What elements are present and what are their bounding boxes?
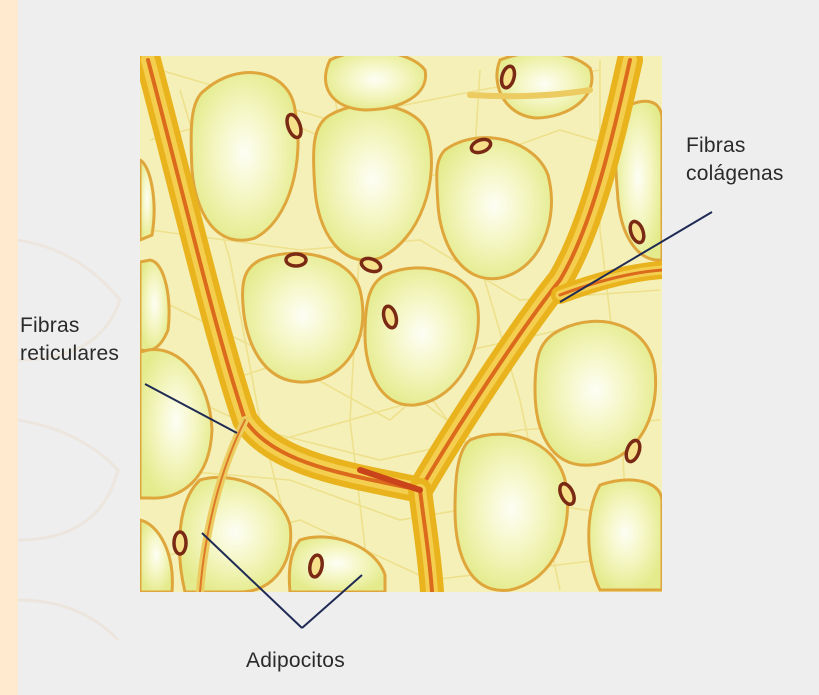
reticular-fibers-label-line1: Fibras [20, 312, 119, 340]
reticular-fibers-label: Fibras reticulares [20, 312, 119, 368]
nucleus [174, 532, 186, 554]
adipocyte [437, 138, 552, 279]
adipocyte [589, 480, 662, 590]
collagen-fibers-label-line1: Fibras [686, 132, 784, 160]
nucleus [286, 254, 306, 266]
collagen-fibers-label: Fibras colágenas [686, 132, 784, 188]
reticular-fibers-label-line2: reticulares [20, 340, 119, 368]
collagen-fibers-label-line2: colágenas [686, 160, 784, 188]
tissue-section [140, 51, 662, 592]
adipocytes-label: Adipocitos [246, 647, 345, 675]
